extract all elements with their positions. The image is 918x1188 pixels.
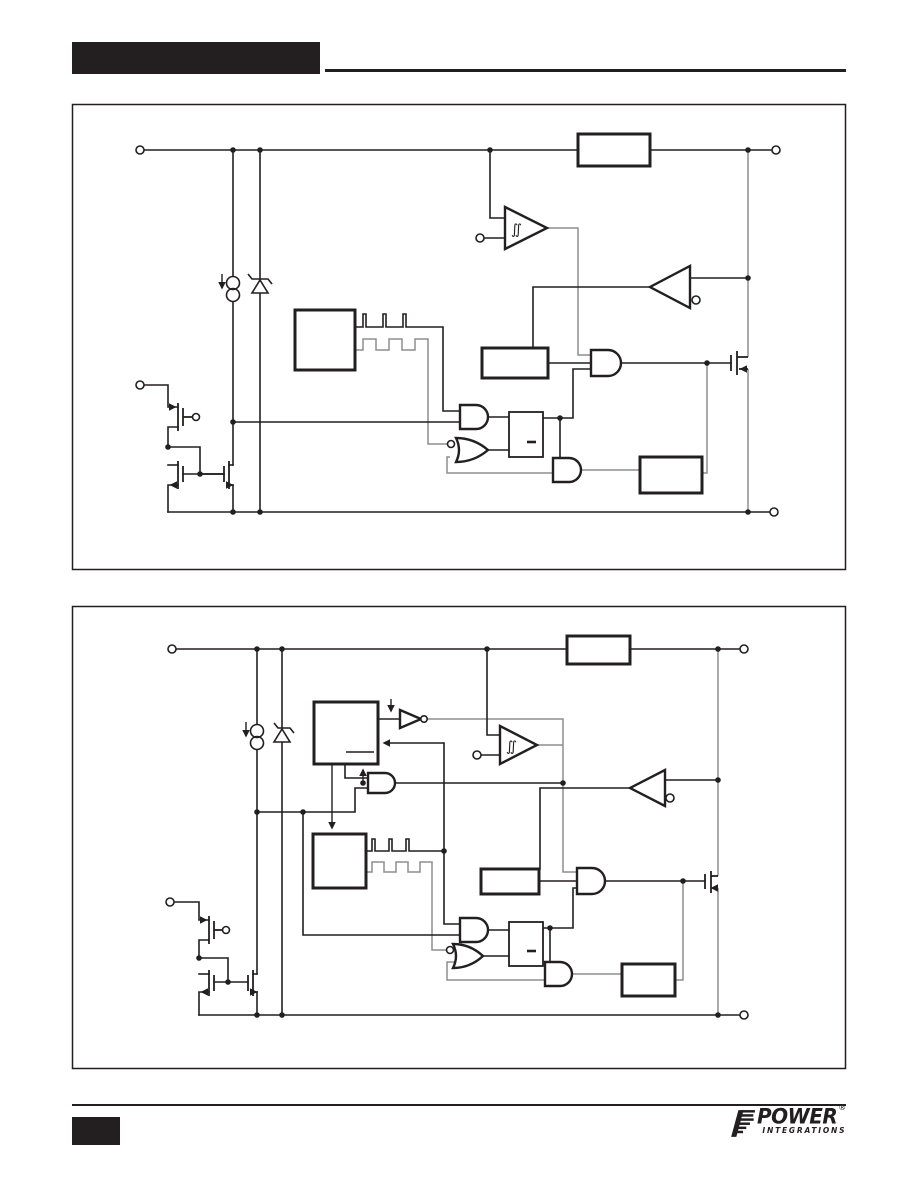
current-mirror-left-nmos: [208, 970, 215, 996]
or-input-bubble: [445, 945, 455, 955]
logo-word-power: POWER: [757, 1103, 838, 1129]
driver-bubble: [691, 295, 701, 305]
enable-and-gate: [366, 771, 397, 795]
current-limit-block: [638, 455, 704, 495]
pwm-comparator-block: [480, 346, 550, 380]
auto-restart-counter-block: [312, 700, 380, 766]
terminal-mid-left: [165, 897, 175, 907]
figure-1-junctions: [165, 147, 751, 515]
figure-2-arrows: [199, 699, 719, 996]
inverter-bubble: [419, 714, 428, 723]
top-rail-block: [576, 132, 652, 168]
hysteresis-comparator: [498, 724, 540, 766]
current-mirror-right-nmos: [200, 461, 230, 489]
figure-1-gray-wires: [355, 150, 749, 512]
power-mosfet: [730, 351, 748, 375]
sr-latch: [508, 921, 544, 967]
pmos-transistor: [208, 916, 222, 944]
oscillator-block: [293, 308, 357, 372]
current-mirror-left-nmos: [177, 461, 184, 489]
figure-2-junctions: [196, 646, 721, 1018]
pmos-transistor: [177, 403, 192, 431]
and-gate-current-limit: [551, 456, 583, 484]
terminal-mid-left: [135, 380, 145, 390]
zener-diode-icon: [272, 722, 295, 743]
pmos-gate-bubble: [191, 412, 201, 422]
pmos-gate-bubble: [221, 925, 231, 935]
registered-mark: ®: [838, 1103, 847, 1112]
and-gate-set: [458, 916, 490, 944]
hysteresis-comparator: [503, 205, 550, 251]
power-integrations-logo: POWER ® INTEGRATIONS: [728, 1103, 850, 1146]
figure-2-gray-wires: [366, 649, 719, 1015]
terminal-bottom-right: [769, 507, 779, 517]
footer-rule: [72, 1104, 846, 1106]
figure-1-frame: [71, 103, 847, 571]
and-gate-output: [575, 866, 607, 896]
figure-2-frame: [71, 605, 847, 1070]
figure-1: ∬: [71, 103, 847, 571]
gate-driver-triangle: [647, 264, 692, 310]
comparator-inverting-bubble: [475, 233, 485, 243]
gate-driver-triangle: [627, 768, 667, 808]
and-gate-set: [458, 403, 490, 431]
oscillator-block: [311, 832, 368, 890]
terminal-top-left: [135, 145, 145, 155]
hysteresis-glyph: ∬: [506, 739, 517, 755]
comparator-inverting-bubble: [472, 750, 482, 760]
zener-diode-icon: [247, 273, 273, 294]
or-input-bubble: [446, 439, 456, 449]
terminal-top-right: [739, 644, 749, 654]
figure-1-transistors: [177, 351, 748, 489]
current-source-icon: [225, 275, 241, 303]
pwm-comparator-block: [479, 867, 541, 896]
figure-2: ∬: [71, 605, 847, 1070]
power-mosfet: [704, 871, 718, 893]
figure-2-wires: [173, 648, 741, 1016]
page-number-box: [72, 1117, 120, 1145]
header-title-bar: [72, 42, 320, 74]
terminal-bottom-right: [739, 1010, 749, 1020]
inverter-triangle: [398, 708, 425, 730]
hysteresis-glyph: ∬: [511, 222, 522, 238]
or-gate-reset: [451, 942, 485, 970]
terminal-top-right: [771, 145, 781, 155]
and-gate-current-limit: [543, 960, 574, 988]
or-gate-reset: [454, 436, 490, 464]
and-gate-output: [589, 348, 623, 378]
terminal-top-left: [167, 644, 177, 654]
current-source-icon: [249, 723, 265, 751]
driver-bubble: [665, 793, 675, 803]
current-limit-block: [620, 962, 677, 998]
sr-latch: [508, 411, 544, 458]
logo-word-integrations: INTEGRATIONS: [762, 1126, 847, 1135]
figure-1-arrows: [168, 274, 748, 489]
top-rail-block: [565, 634, 632, 666]
header-rule: [325, 69, 846, 72]
logo-stripes-icon: [731, 1110, 755, 1137]
